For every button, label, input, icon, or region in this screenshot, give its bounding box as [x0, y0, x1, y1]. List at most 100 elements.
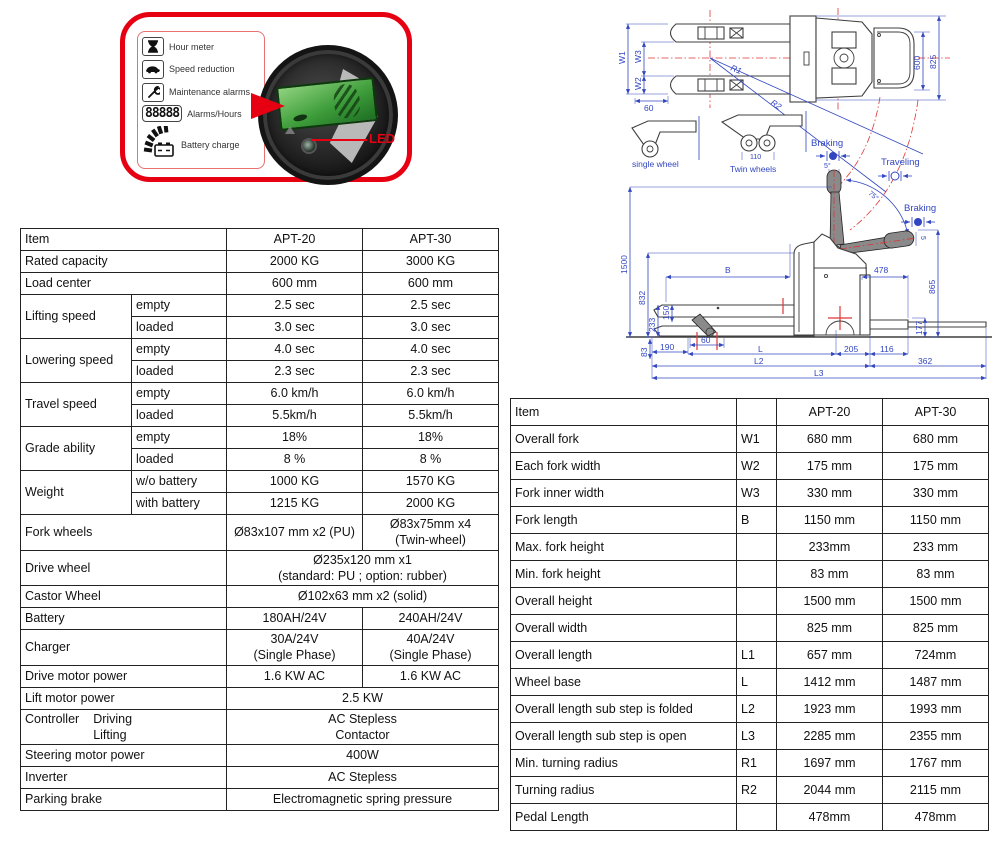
cell-sym: W3: [736, 479, 777, 507]
cell-apt30: 8 %: [362, 448, 499, 471]
cell-sym: L1: [736, 641, 777, 669]
cell-apt30: 1500 mm: [882, 587, 989, 615]
cell-sym: L2: [736, 695, 777, 723]
cell-item: Fork inner width: [510, 479, 737, 507]
cell-apt20: 30A/24V (Single Phase): [226, 629, 363, 666]
cell-item: Fork length: [510, 506, 737, 534]
legend-item-alarms-hours: 88888 Alarms/Hours: [142, 105, 260, 123]
cell-sym: L: [736, 668, 777, 696]
cell-item: Steering motor power: [20, 744, 227, 767]
cell-apt30: 724mm: [882, 641, 989, 669]
legend-label: Speed reduction: [169, 64, 235, 75]
cell-apt20: 5.5km/h: [226, 404, 363, 427]
cell-apt20: 4.0 sec: [226, 338, 363, 361]
legend-label: Maintenance alarms: [169, 87, 251, 97]
cell-apt20: 1923 mm: [776, 695, 883, 723]
cell-sym: R1: [736, 749, 777, 777]
cell-sub: empty: [131, 426, 227, 449]
cell-item: Overall fork: [510, 425, 737, 453]
table-row: Drive wheel Ø235x120 mm x1 (standard: PU…: [20, 549, 499, 586]
cell-apt30: 2355 mm: [882, 722, 989, 750]
cell-apt30-header: APT-30: [362, 228, 499, 251]
dim-l2: L2: [754, 356, 764, 366]
cell-apt20: 1697 mm: [776, 749, 883, 777]
legend-label: Battery charge: [181, 139, 240, 150]
table-row: Item APT-20 APT-30: [20, 228, 499, 251]
cell-value: 2.5 KW: [226, 686, 499, 710]
dim-832: 832: [637, 291, 647, 305]
controller-sub-driving: Driving: [93, 711, 133, 726]
table-row: Fork wheels Ø83x107 mm x2 (PU) Ø83x75mm …: [20, 514, 499, 551]
cell-sub: empty: [131, 338, 227, 361]
cell-apt20: 2000 KG: [226, 250, 363, 273]
dim-r2: R2: [769, 97, 784, 111]
cell-item: Lift motor power: [20, 686, 227, 710]
braking-label-low: Braking: [904, 203, 936, 214]
cell-value: Ø102x63 mm x2 (solid): [226, 585, 499, 608]
cell-apt20: 1215 KG: [226, 492, 363, 515]
instrument-panel: Hour meter Speed reduction Maintenance a…: [120, 12, 412, 185]
dim-233: 233: [647, 318, 657, 332]
cell-apt30: 6.0 km/h: [362, 382, 499, 405]
cell-apt20: 1000 KG: [226, 470, 363, 493]
cell-sym: W1: [736, 425, 777, 453]
table-row: Lowering speed empty 4.0 sec 4.0 sec: [20, 338, 499, 383]
cell-sub: loaded: [131, 404, 227, 427]
braking-label-top: Braking: [811, 138, 843, 149]
cell-apt30: 3.0 sec: [362, 316, 499, 339]
cell-apt20: 680 mm: [776, 425, 883, 453]
twin-wheels-label: Twin wheels: [730, 164, 776, 174]
cell-apt30: 2.5 sec: [362, 294, 499, 317]
cell-item: Overall height: [510, 587, 737, 615]
cell-item: Rated capacity: [20, 250, 227, 273]
table-row: Battery 180AH/24V 240AH/24V: [20, 607, 499, 630]
cell-item: Pedal Length: [510, 803, 737, 831]
cell-apt20: 600 mm: [226, 272, 363, 295]
cell-apt30: 233 mm: [882, 533, 989, 561]
cell-sym: [736, 560, 777, 588]
dim-60-top: 60: [644, 103, 654, 113]
cell-apt20: 1.6 KW AC: [226, 664, 363, 688]
table-row: Weight w/o battery 1000 KG 1570 KG: [20, 470, 499, 515]
cell-apt30: 5.5km/h: [362, 404, 499, 427]
cell-item: Travel speed: [20, 382, 132, 427]
digits-display: 88888: [142, 105, 183, 123]
led-callout-line: [311, 139, 367, 141]
cell-apt30-header: APT-30: [882, 398, 989, 426]
cell-apt20: 233mm: [776, 533, 883, 561]
dim-116: 116: [880, 344, 894, 354]
cell-item: Fork wheels: [20, 514, 227, 551]
led-label: LED: [369, 131, 395, 146]
cell-item: Inverter: [20, 766, 227, 789]
dim-l3: L3: [814, 368, 824, 378]
cell-apt30: 1767 mm: [882, 749, 989, 777]
hourglass-icon: [142, 37, 164, 56]
lcd-battery-arc: [332, 82, 362, 120]
cell-item: Turning radius: [510, 776, 737, 804]
cell-sym: W2: [736, 452, 777, 480]
cell-apt20: 657 mm: [776, 641, 883, 669]
cell-apt20: 180AH/24V: [226, 607, 363, 630]
table-row: Load center 600 mm 600 mm: [20, 272, 499, 295]
cell-sub: empty: [131, 294, 227, 317]
cell-apt30: 1487 mm: [882, 668, 989, 696]
top-view: R1 R2 W1 W3 W2 60 600 825: [618, 8, 950, 231]
cell-item: Overall length sub step is folded: [510, 695, 737, 723]
cell-apt30: 18%: [362, 426, 499, 449]
cell-item: Min. fork height: [510, 560, 737, 588]
cell-sub: loaded: [131, 448, 227, 471]
cell-value: AC Stepless Contactor: [226, 708, 499, 745]
cell-item: Parking brake: [20, 788, 227, 811]
cell-item-header: Item: [20, 228, 227, 251]
dim-177: 177: [914, 321, 924, 335]
cell-apt30: 825 mm: [882, 614, 989, 642]
dim-60-side: 60: [701, 335, 711, 345]
cell-apt20: 1150 mm: [776, 506, 883, 534]
dim-600: 600: [912, 56, 922, 70]
cell-sub: loaded: [131, 360, 227, 383]
